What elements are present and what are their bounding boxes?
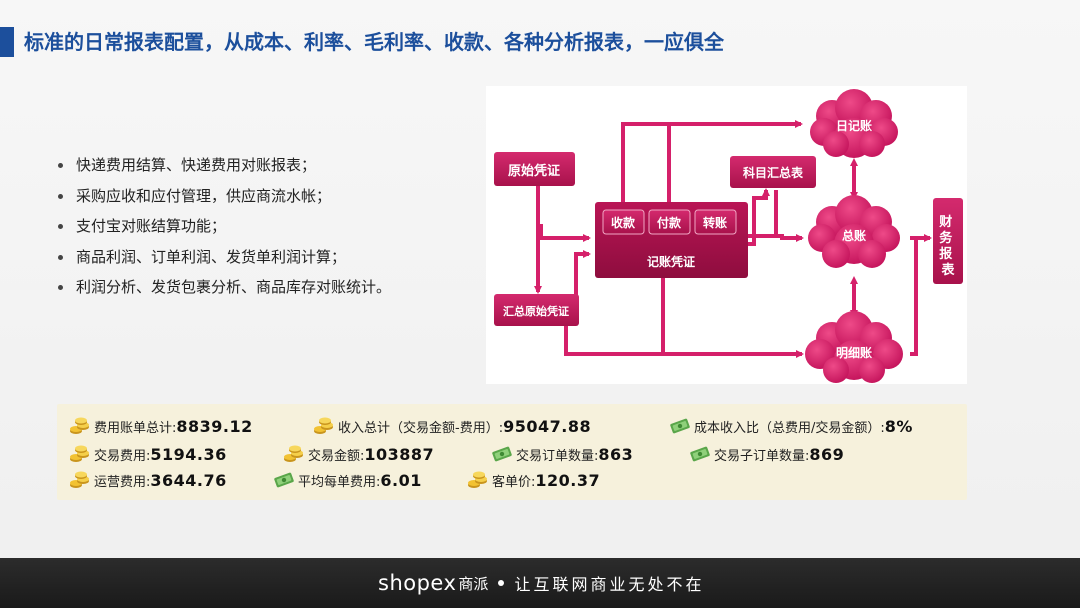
slogan: 让互联网商业无处不在 (514, 575, 705, 594)
coins-icon (69, 444, 91, 464)
stat-item: 交易费用:5194.36 (69, 442, 227, 466)
receipt-box (602, 209, 645, 235)
stat-item: 成本收入比（总费用/交易金额）:8% (669, 414, 913, 438)
stat-value: 6.01 (380, 470, 422, 490)
summary-voucher-box (494, 294, 579, 326)
brand-name: 商派 (458, 574, 489, 593)
stat-item: 平均每单费用:6.01 (273, 468, 422, 492)
stat-item: 交易子订单数量:869 (689, 442, 844, 466)
general-ledger-label: 总账 (842, 228, 866, 243)
stat-item: 运营费用:3644.76 (69, 468, 227, 492)
detail-ledger-cloud (805, 311, 903, 383)
shopex-logo: shopex (378, 571, 457, 595)
stat-label: 交易订单数量: (516, 448, 599, 464)
general-ledger-cloud (808, 195, 900, 268)
statistics-panel: 费用账单总计:8839.12 收入总计（交易金额-费用）:95047.88 成本收入… (57, 404, 967, 500)
receipt-label: 收款 (611, 215, 636, 230)
stat-item: 交易金额:103887 (283, 442, 434, 466)
stat-label: 交易金额: (308, 448, 365, 464)
stat-item: 费用账单总计:8839.12 (69, 414, 253, 438)
feature-list: 快递费用结算、快递费用对账报表； 采购应收和应付管理，供应商流水帐； 支付宝对账… (58, 150, 478, 303)
stat-label: 收入总计（交易金额-费用）: (338, 420, 504, 436)
stat-item: 交易订单数量:863 (491, 442, 633, 466)
cash-icon (273, 470, 295, 490)
stat-label: 成本收入比（总费用/交易金额）: (694, 420, 885, 436)
stat-item: 客单价:120.37 (467, 468, 600, 492)
stat-value: 103887 (364, 444, 435, 464)
footer-bar: shopex 商派 让互联网商业无处不在 (0, 558, 1080, 608)
transfer-label: 转账 (703, 215, 727, 230)
coins-icon (283, 444, 305, 464)
stat-label: 交易子订单数量: (714, 448, 810, 464)
title-accent-bar (0, 27, 14, 57)
cash-icon (491, 444, 513, 464)
list-item: 快递费用结算、快递费用对账报表； (58, 150, 478, 181)
payment-label: 付款 (657, 215, 682, 230)
stat-value: 95047.88 (503, 416, 592, 436)
account-summary-box (730, 156, 816, 188)
cash-icon (689, 444, 711, 464)
page-title: 标准的日常报表配置，从成本、利率、毛利率、收款、各种分析报表，一应俱全 (24, 30, 724, 54)
account-summary-label: 科目汇总表 (743, 165, 804, 180)
daily-journal-cloud (810, 89, 898, 158)
stat-value: 5194.36 (150, 444, 227, 464)
stat-value: 3644.76 (150, 470, 227, 490)
journal-voucher-label: 记账凭证 (647, 254, 695, 269)
transfer-box (694, 209, 737, 235)
original-voucher-box (494, 152, 575, 186)
separator-dot-icon (498, 580, 505, 586)
coins-icon (69, 470, 91, 490)
daily-journal-label: 日记账 (836, 119, 872, 133)
bullet-dot-icon (58, 254, 63, 260)
stat-value: 120.37 (535, 470, 601, 490)
detail-ledger-label: 明细账 (836, 345, 872, 360)
bullet-dot-icon (58, 285, 63, 290)
stat-label: 费用账单总计: (94, 420, 177, 436)
list-item: 支付宝对账结算功能； (58, 211, 478, 242)
financial-report-label: 财 务 报 表 (939, 214, 957, 278)
payment-box (648, 209, 691, 235)
stat-label: 客单价: (492, 474, 536, 490)
stat-value: 863 (598, 444, 634, 464)
summary-voucher-label: 汇总原始凭证 (503, 304, 569, 318)
stat-value: 8% (884, 416, 913, 436)
coins-icon (467, 470, 489, 490)
coins-icon (313, 416, 335, 436)
bullet-dot-icon (58, 193, 63, 199)
stat-value: 8839.12 (176, 416, 253, 436)
list-item: 商品利润、订单利润、发货单利润计算； (58, 242, 478, 273)
list-item: 利润分析、发货包裹分析、商品库存对账统计。 (58, 272, 478, 303)
coins-icon (69, 416, 91, 436)
financial-report-box (933, 198, 963, 284)
list-item: 采购应收和应付管理，供应商流水帐； (58, 181, 478, 212)
bullet-dot-icon (58, 163, 63, 168)
original-voucher-label: 原始凭证 (508, 163, 560, 179)
bullet-dot-icon (58, 224, 63, 229)
stat-label: 运营费用: (94, 474, 151, 490)
flow-arrows (534, 120, 932, 358)
stat-value: 869 (809, 444, 845, 464)
stat-label: 交易费用: (94, 448, 151, 464)
stat-label: 平均每单费用: (298, 474, 381, 490)
stat-item: 收入总计（交易金额-费用）:95047.88 (313, 414, 591, 438)
cash-icon (669, 416, 691, 436)
accounting-flow-diagram: 原始凭证 汇总原始凭证 收款 付款 转账 记账凭证 科目汇总表 日记账 (486, 86, 967, 384)
